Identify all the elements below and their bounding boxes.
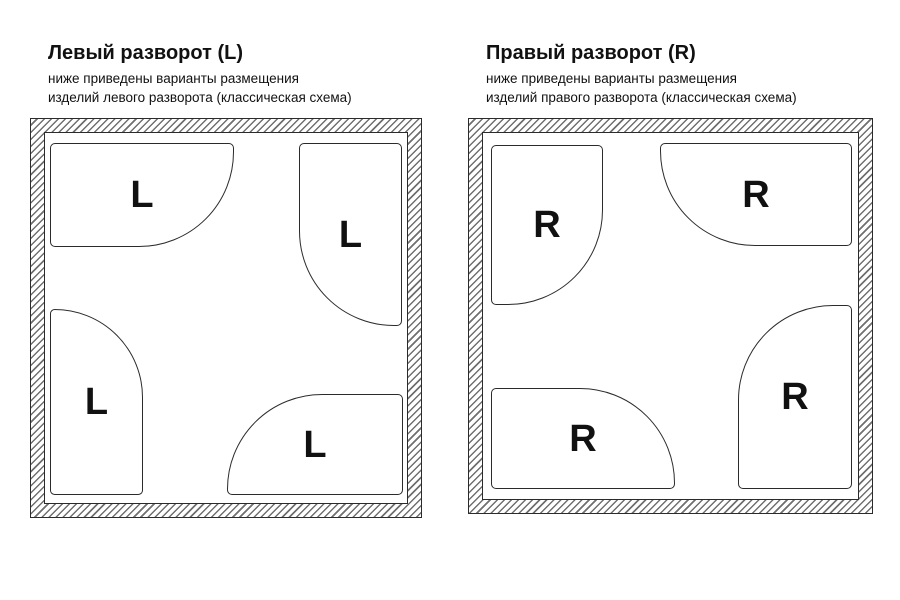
tub-label: R [781, 376, 809, 418]
bathtub-left-top-left: L [50, 143, 234, 247]
room-plan-left: L L L L [30, 118, 422, 518]
panel-subtitle-right-line2: изделий правого разворота (классическая … [486, 90, 797, 105]
tub-label: L [338, 213, 363, 256]
panel-title-left: Левый разворот (L) [48, 42, 243, 64]
bathtub-left-bottom-right: L [227, 394, 403, 495]
room-floor-right: R R R R [482, 132, 859, 500]
tub-label: L [130, 174, 154, 216]
panel-left-orientation: Левый разворот (L) ниже приведены вариан… [30, 40, 422, 518]
tub-label: R [742, 173, 770, 216]
tub-label: L [84, 381, 109, 423]
tub-label: L [303, 423, 327, 466]
panel-right-orientation: Правый разворот (R) ниже приведены вариа… [468, 40, 873, 514]
panel-subtitle-left-line1: ниже приведены варианты размещения [48, 71, 299, 86]
room-floor-left: L L L L [44, 132, 408, 504]
bathtub-right-top-right: R [660, 143, 852, 246]
panel-subtitle-right-line1: ниже приведены варианты размещения [486, 71, 737, 86]
bathtub-right-bottom-right: R [738, 305, 852, 489]
panel-title-right: Правый разворот (R) [486, 42, 696, 64]
tub-label: R [533, 204, 561, 246]
bathtub-left-top-right: L [299, 143, 402, 326]
bathtub-right-top-left: R [491, 145, 603, 305]
room-plan-right: R R R R [468, 118, 873, 514]
tub-label: R [569, 417, 597, 460]
panel-subtitle-left-line2: изделий левого разворота (классическая с… [48, 90, 352, 105]
bathtub-left-bottom-left: L [50, 309, 143, 495]
bathtub-right-bottom-left: R [491, 388, 675, 489]
